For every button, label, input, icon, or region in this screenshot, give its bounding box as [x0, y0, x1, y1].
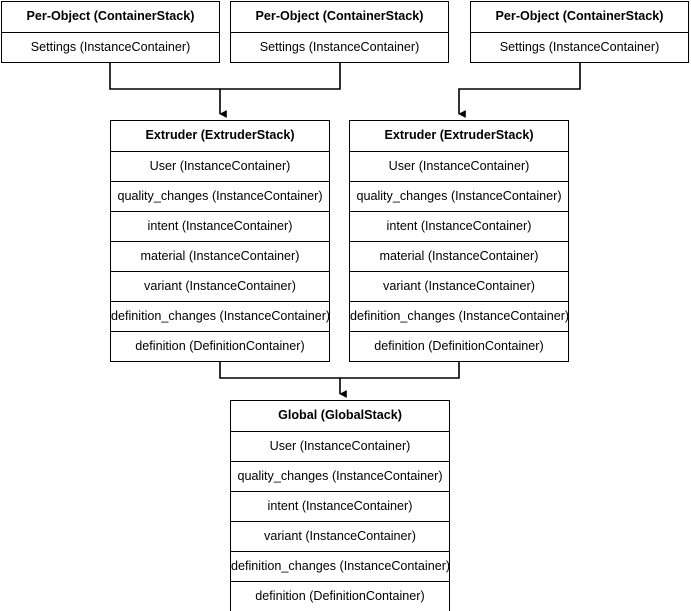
stack-box-per-object-2[interactable]: Per-Object (ContainerStack) Settings (In… [230, 1, 449, 63]
stack-box-per-object-3[interactable]: Per-Object (ContainerStack) Settings (In… [470, 1, 689, 63]
stack-row: material (InstanceContainer) [350, 241, 568, 271]
edge-per-object-3-to-extruder-2 [458, 61, 581, 118]
stack-box-global[interactable]: Global (GlobalStack) User (InstanceConta… [230, 400, 450, 611]
stack-row: definition_changes (InstanceContainer) [350, 301, 568, 331]
stack-row: quality_changes (InstanceContainer) [111, 181, 329, 211]
stack-header: Per-Object (ContainerStack) [471, 2, 688, 32]
stack-row: definition (DefinitionContainer) [231, 581, 449, 611]
stack-row: Settings (InstanceContainer) [2, 32, 219, 62]
stack-row: Settings (InstanceContainer) [471, 32, 688, 62]
stack-box-extruder-1[interactable]: Extruder (ExtruderStack) User (InstanceC… [110, 120, 330, 362]
stack-row: User (InstanceContainer) [231, 431, 449, 461]
edge-extruder-2-to-global [340, 360, 460, 379]
stack-row: quality_changes (InstanceContainer) [350, 181, 568, 211]
stack-row: Settings (InstanceContainer) [231, 32, 448, 62]
edge-extruder-1-to-global [219, 360, 347, 398]
stack-row: intent (InstanceContainer) [350, 211, 568, 241]
stack-row: User (InstanceContainer) [350, 151, 568, 181]
stack-header: Extruder (ExtruderStack) [350, 121, 568, 151]
stack-row: definition_changes (InstanceContainer) [231, 551, 449, 581]
stack-row: quality_changes (InstanceContainer) [231, 461, 449, 491]
edge-per-object-2-to-extruder-1 [220, 61, 341, 90]
stack-row: User (InstanceContainer) [111, 151, 329, 181]
stack-row: definition (DefinitionContainer) [350, 331, 568, 361]
stack-box-per-object-1[interactable]: Per-Object (ContainerStack) Settings (In… [1, 1, 220, 63]
stack-header: Per-Object (ContainerStack) [2, 2, 219, 32]
edge-per-object-1-to-extruder-1 [109, 61, 227, 118]
stack-row: intent (InstanceContainer) [111, 211, 329, 241]
stack-row: intent (InstanceContainer) [231, 491, 449, 521]
stack-row: material (InstanceContainer) [111, 241, 329, 271]
stack-row: variant (InstanceContainer) [231, 521, 449, 551]
stack-header: Extruder (ExtruderStack) [111, 121, 329, 151]
stack-row: definition (DefinitionContainer) [111, 331, 329, 361]
stack-row: variant (InstanceContainer) [350, 271, 568, 301]
stack-header: Global (GlobalStack) [231, 401, 449, 431]
stack-row: variant (InstanceContainer) [111, 271, 329, 301]
stack-row: definition_changes (InstanceContainer) [111, 301, 329, 331]
stack-header: Per-Object (ContainerStack) [231, 2, 448, 32]
stack-box-extruder-2[interactable]: Extruder (ExtruderStack) User (InstanceC… [349, 120, 569, 362]
